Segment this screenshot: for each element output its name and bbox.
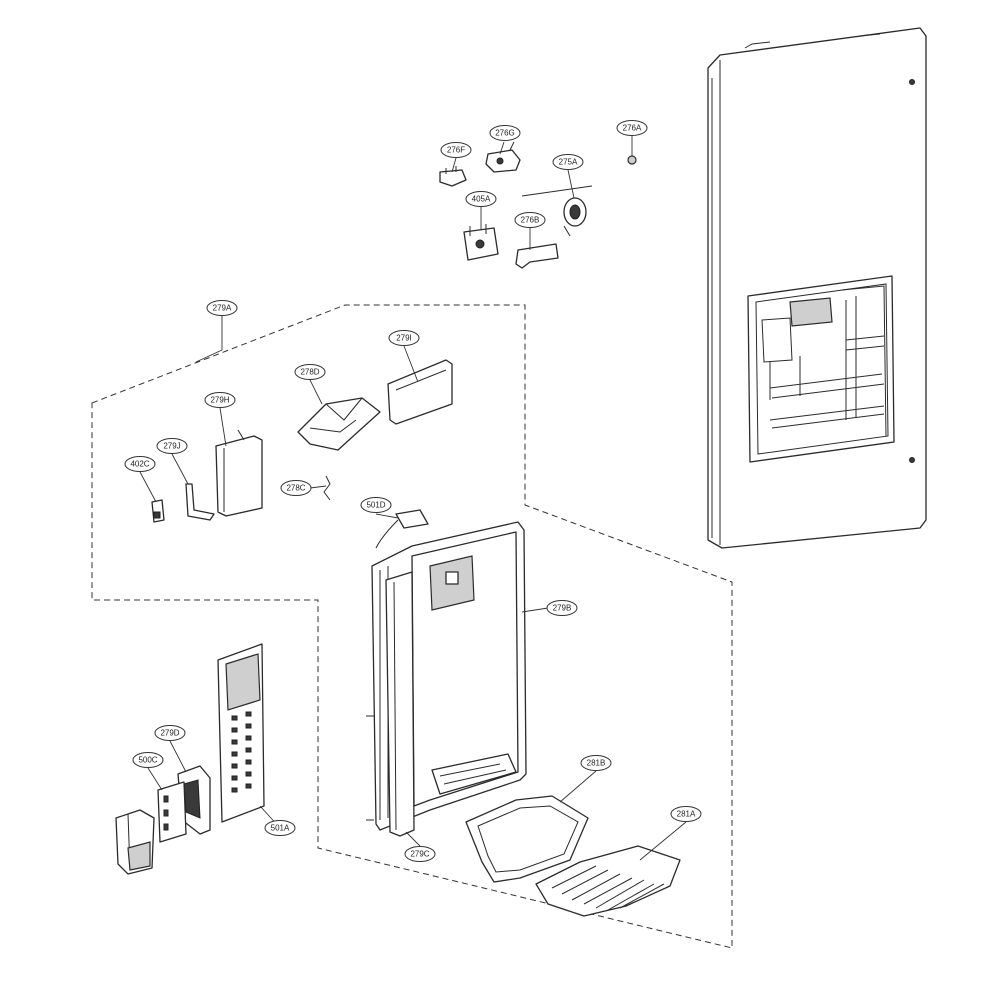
part-279I-cover [387, 359, 453, 425]
callout-405A: 405A [465, 191, 497, 207]
callout-276A: 276A [616, 120, 648, 136]
callout-label: 276B [521, 216, 540, 225]
callout-279I: 279I [388, 330, 420, 346]
callout-279D: 279D [154, 725, 186, 741]
callout-label: 278D [300, 368, 319, 377]
callout-281A: 281A [670, 806, 702, 822]
leader-lines [139, 136, 687, 861]
callout-label: 279D [160, 729, 179, 738]
callout-276G: 276G [489, 125, 521, 141]
part-281B-tray-frame [465, 795, 589, 883]
part-405A-motor [463, 224, 499, 261]
callout-501A: 501A [264, 820, 296, 836]
callout-279H: 279H [204, 392, 236, 408]
callout-label: 405A [472, 195, 491, 204]
callout-label: 281B [587, 759, 606, 768]
callout-label: 276A [623, 124, 642, 133]
assembly-boundary [91, 304, 733, 949]
callout-label: 281A [677, 810, 696, 819]
door-panel [707, 27, 927, 549]
part-279J-lever [185, 483, 215, 521]
callout-label: 276G [495, 129, 515, 138]
callout-label: 278C [286, 484, 305, 493]
part-dispenser-paddle [115, 809, 155, 875]
part-276A-fastener [627, 155, 637, 165]
callout-279J: 279J [156, 438, 188, 454]
callout-label: 279C [410, 850, 429, 859]
callout-label: 501A [271, 824, 290, 833]
part-276G-bracket [485, 141, 521, 173]
callout-279C: 279C [404, 846, 436, 862]
part-279C-front-panel [385, 571, 415, 837]
part-278C-spring [323, 475, 331, 501]
callout-279A: 279A [206, 300, 238, 316]
callout-276F: 276F [440, 142, 472, 158]
callout-label: 279A [213, 304, 232, 313]
callout-label: 500C [138, 756, 157, 765]
callout-278D: 278D [294, 364, 326, 380]
part-279H-housing [215, 429, 263, 517]
callout-label: 279J [163, 442, 180, 451]
part-275A-solenoid [521, 185, 593, 237]
callout-501D: 501D [360, 497, 392, 513]
part-281A-grille [535, 845, 681, 917]
callout-label: 279H [210, 396, 229, 405]
part-278D-duct [297, 397, 381, 451]
callout-label: 402C [130, 460, 149, 469]
callout-label: 279I [396, 334, 412, 343]
callout-278C: 278C [280, 480, 312, 496]
part-501A-control-board [217, 643, 265, 823]
callout-label: 276F [447, 146, 465, 155]
callout-500C: 500C [132, 752, 164, 768]
part-500C-plate [157, 781, 187, 843]
part-276F-clamp [439, 166, 467, 187]
part-276B-bracket [515, 243, 559, 269]
callout-276B: 276B [514, 212, 546, 228]
callout-281B: 281B [580, 755, 612, 771]
callout-275A: 275A [552, 154, 584, 170]
callout-402C: 402C [124, 456, 156, 472]
callout-label: 279B [553, 604, 572, 613]
callout-label: 501D [366, 501, 385, 510]
callout-279B: 279B [546, 600, 578, 616]
part-402C-switch [151, 499, 165, 523]
part-501D-pcb [375, 509, 429, 549]
callout-label: 275A [559, 158, 578, 167]
